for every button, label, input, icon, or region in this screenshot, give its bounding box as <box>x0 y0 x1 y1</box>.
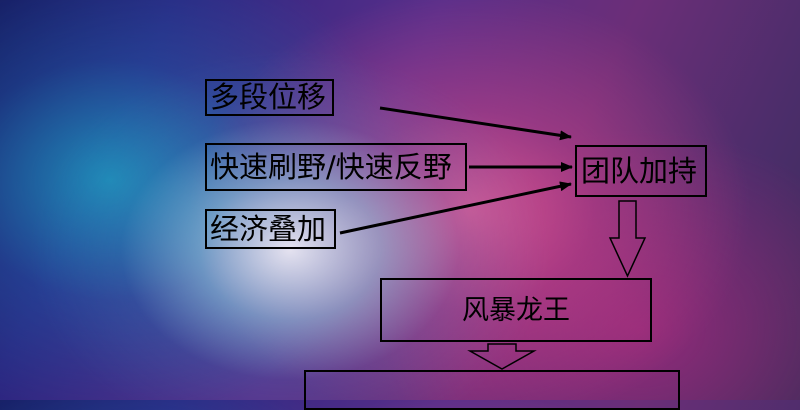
node-multi-displacement-label: 多段位移 <box>210 80 327 114</box>
block-arrow-d-to-e <box>608 200 647 278</box>
node-multi-displacement: 多段位移 <box>205 79 334 116</box>
node-fast-jungle-label: 快速刷野/快速反野 <box>210 149 452 184</box>
arrow-a-to-d <box>379 106 572 141</box>
node-team-support-label: 团队加持 <box>581 153 698 188</box>
node-storm-dragon-king: 风暴龙王 <box>380 278 652 342</box>
node-economy-stack-label: 经济叠加 <box>210 211 327 246</box>
block-arrow-e-to-f <box>467 343 537 370</box>
node-fast-jungle: 快速刷野/快速反野 <box>205 143 467 191</box>
connector-arrows <box>339 106 647 370</box>
node-economy-stack: 经济叠加 <box>205 209 336 249</box>
arrow-c-to-d <box>339 181 572 235</box>
node-team-support: 团队加持 <box>575 145 707 197</box>
node-storm-dragon-king-label: 风暴龙王 <box>462 294 570 326</box>
